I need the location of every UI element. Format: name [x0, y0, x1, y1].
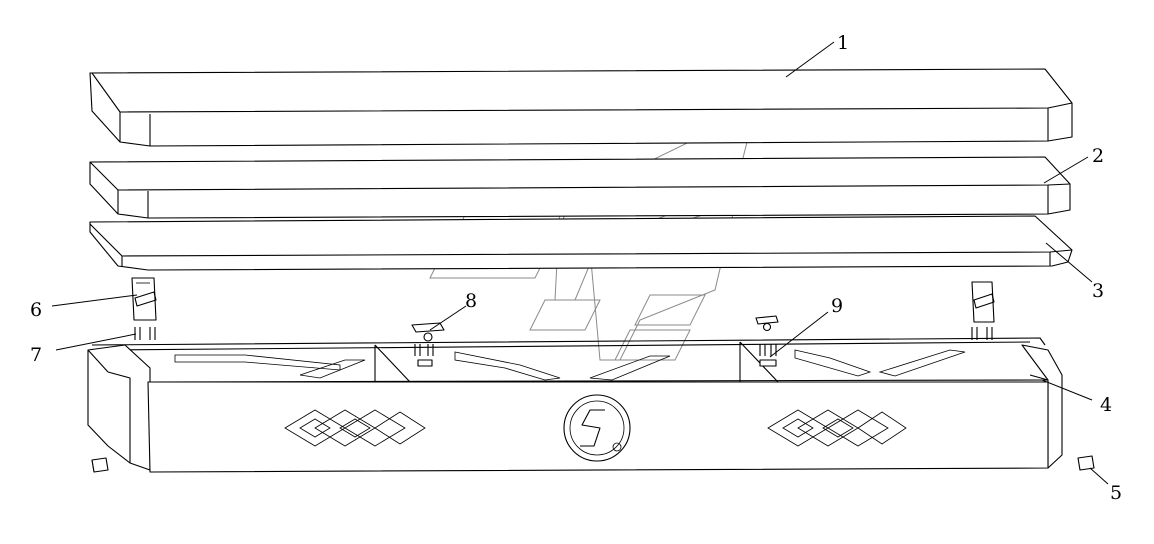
callout-labels: 1 2 3 4 5 6 7 8 9	[30, 32, 1122, 504]
hinge-bracket-right	[971, 281, 995, 323]
callout-3: 3	[1092, 280, 1104, 302]
leader-6	[51, 294, 138, 307]
part-6-hinge-bracket-left	[131, 277, 157, 321]
callout-9: 9	[831, 295, 843, 317]
callout-6: 6	[30, 299, 42, 321]
center-emblem	[563, 394, 631, 462]
leader-lines	[51, 41, 1109, 485]
leader-3	[1045, 242, 1093, 283]
leader-7	[55, 333, 137, 351]
leader-1	[785, 41, 835, 78]
part-7-screws	[134, 327, 993, 356]
callout-5: 5	[1110, 482, 1122, 504]
part-9-latch	[755, 315, 779, 367]
part-2-middle-slab	[89, 156, 1071, 219]
callout-7: 7	[30, 344, 42, 366]
callout-1: 1	[837, 32, 849, 54]
callout-8: 8	[465, 290, 477, 312]
leader-2	[1043, 156, 1089, 184]
leader-4	[1041, 379, 1093, 401]
leader-9	[769, 311, 829, 358]
leader-5	[1089, 467, 1109, 485]
part-5-feet	[91, 455, 1095, 473]
part-3-base-plate	[89, 215, 1073, 271]
callout-2: 2	[1092, 145, 1104, 167]
part-8-latch	[411, 322, 445, 367]
leader-8	[429, 305, 467, 331]
callout-4: 4	[1100, 394, 1112, 416]
part-1-top-cushion	[89, 68, 1073, 147]
part-4-box-frame	[87, 337, 1063, 473]
